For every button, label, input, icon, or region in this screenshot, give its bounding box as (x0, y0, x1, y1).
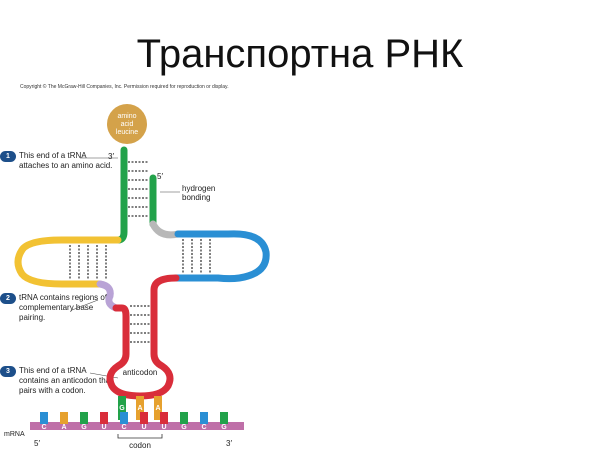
mrna-label: mRNA (4, 431, 25, 438)
step-3-text: This end of a tRNA contains an anticodon… (19, 366, 113, 395)
codon-bracket (117, 434, 163, 439)
hydrogen-bonding-label-1: hydrogen (182, 184, 215, 193)
mrna-base-letter-9: C (201, 424, 206, 431)
anticodon-base-1-letter: G (119, 405, 125, 412)
d-arm-loop (14, 236, 122, 288)
mrna-base-letter-3: G (81, 424, 87, 431)
mrna-base-letter-7: U (161, 424, 166, 431)
t-arm-loop (172, 230, 270, 283)
anticodon-base-3-letter: A (155, 405, 160, 412)
mrna-base-1 (40, 412, 48, 424)
mrna-base-letter-8: G (181, 424, 187, 431)
copyright-notice: Copyright © The McGraw-Hill Companies, I… (20, 84, 229, 90)
step-1-badge: 1 (0, 151, 16, 162)
mrna-base-2 (60, 412, 68, 424)
step-3-badge: 3 (0, 366, 16, 377)
mrna-base-letter-1: C (41, 424, 46, 431)
codon-label: codon (129, 441, 151, 450)
anticodon-base-1 (118, 396, 126, 420)
anticodon-label: anticodon (123, 368, 158, 377)
mrna-base-3 (80, 412, 88, 424)
step-2-text: tRNA contains regions of complementary b… (19, 293, 108, 322)
three-prime-label: 3′ (108, 152, 114, 161)
mrna-base-10 (220, 412, 228, 424)
mrna-base-9 (200, 412, 208, 424)
anticodon-base-3 (154, 396, 162, 420)
mrna-base-letter-6: U (141, 424, 146, 431)
step-2-badge: 2 (0, 293, 16, 304)
amino-acid-circle (107, 104, 147, 144)
mrna-base-letter-4: U (101, 424, 106, 431)
anticodon-arm-rungs (130, 305, 150, 343)
step-1-text: This end of a tRNA attaches to an amino … (19, 151, 113, 170)
d-arm-rungs (69, 245, 107, 279)
amino-acid-label-3: leucine (116, 129, 138, 136)
amino-acid-label-2: acid (121, 121, 134, 128)
mrna-base-5 (120, 412, 128, 424)
anticodon-base-2 (136, 396, 144, 420)
mrna-base-7 (160, 412, 168, 424)
hydrogen-bonding-label-2: bonding (182, 193, 210, 202)
variable-loop (96, 280, 120, 312)
mrna-backbone (30, 422, 244, 430)
acceptor-stem-3prime (114, 146, 128, 244)
t-arm-rungs (182, 239, 211, 273)
anticodon-arm (106, 274, 180, 400)
mrna-five-prime-label: 5′ (34, 439, 40, 448)
mrna-three-prime-label: 3′ (226, 439, 232, 448)
anticodon-base-2-letter: A (137, 405, 142, 412)
junction-connector (149, 220, 182, 239)
five-prime-label: 5′ (157, 172, 163, 181)
slide-title: Транспортна РНК (136, 32, 464, 76)
step-2-pointer (71, 299, 99, 311)
mrna-base-4 (100, 412, 108, 424)
anticodon-bases: G A A (118, 396, 162, 420)
mrna-base-letter-10: G (221, 424, 227, 431)
mrna-base-8 (180, 412, 188, 424)
mrna-base-letter-5: C (121, 424, 126, 431)
amino-acid-label-1: amino (117, 113, 136, 120)
mrna-base-letter-2: A (61, 424, 66, 431)
acceptor-stem-rungs (128, 161, 149, 217)
mrna-base-6 (140, 412, 148, 424)
